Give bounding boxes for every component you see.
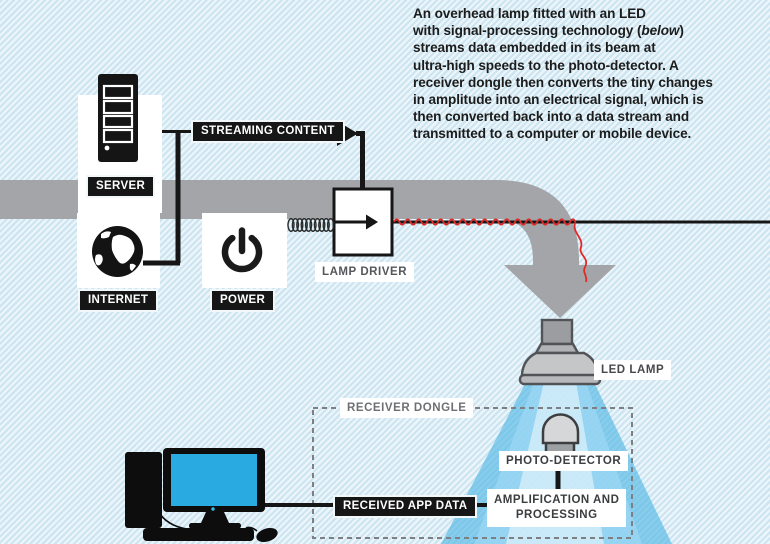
receiver-dongle-label: RECEIVER DONGLE — [340, 398, 474, 418]
received-app-data-label: RECEIVED APP DATA — [333, 495, 478, 518]
lamp-driver-label: LAMP DRIVER — [315, 262, 415, 282]
stream-connector-lines — [143, 130, 193, 266]
desktop-computer-icon — [125, 448, 278, 543]
server-tower-icon — [98, 74, 138, 162]
amplification-label: AMPLIFICATION AND PROCESSING — [487, 489, 627, 527]
power-label: POWER — [210, 289, 276, 312]
power-icon — [221, 227, 263, 273]
photo-detector-icon — [541, 413, 580, 458]
internet-label: INTERNET — [78, 289, 159, 312]
coil-wire-icon — [287, 217, 335, 232]
red-wire-icon — [393, 218, 588, 283]
photo-detector-label: PHOTO-DETECTOR — [499, 451, 629, 471]
receiver-dongle-outline — [312, 407, 633, 539]
server-label: SERVER — [86, 175, 156, 198]
lamp-driver-box-icon — [332, 187, 394, 257]
led-lamp-icon — [518, 318, 602, 386]
amplification-line-1: AMPLIFICATION AND — [494, 494, 620, 506]
amplification-line-2: PROCESSING — [515, 509, 598, 521]
streaming-content-label: STREAMING CONTENT — [191, 120, 345, 143]
led-lamp-label: LED LAMP — [594, 360, 672, 380]
globe-icon — [92, 226, 143, 277]
